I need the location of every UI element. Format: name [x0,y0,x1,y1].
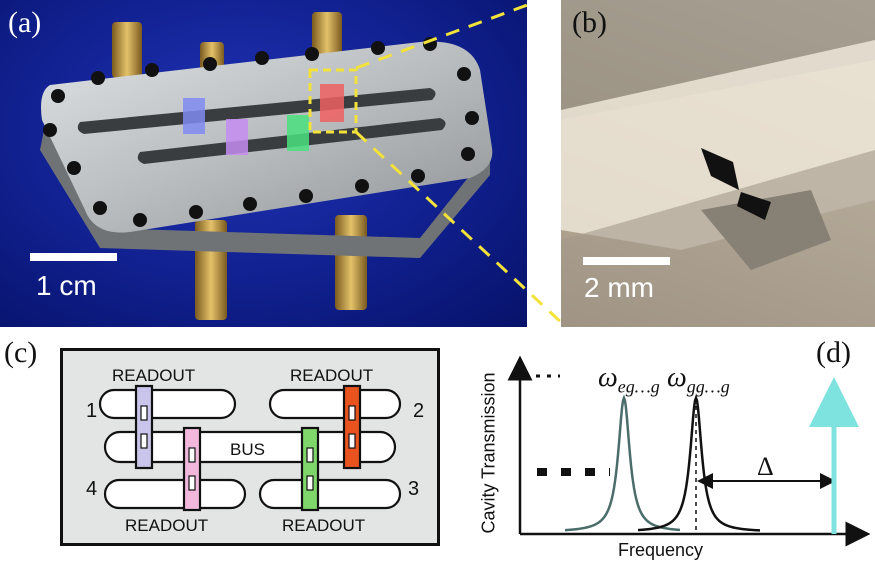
scale-bar-a [30,253,117,261]
peak-eg-symbol: ω [598,362,618,393]
chip-blue [183,98,205,134]
peak-eg [564,394,681,532]
scale-bar-b [583,257,670,265]
sma-connector-top-left [112,22,142,78]
panel-label-a: (a) [8,6,42,39]
junction-2b [348,433,356,449]
junction-pad-top [701,148,739,190]
readout-label-2: READOUT [290,366,374,385]
zoom-lines [354,2,565,326]
readout-label-4: READOUT [125,516,209,535]
chip-purple [226,119,248,155]
readout-label-3: READOUT [282,516,366,535]
surface-upper [561,0,875,120]
panel-label-d: (d) [816,336,851,369]
x-axis-label: Frequency [618,540,704,560]
qubit-chip-4 [182,426,202,512]
zoom-line-top [355,2,531,70]
bus-resonator [103,430,397,464]
peak-gg-symbol: ω [667,362,687,393]
junction-2a [348,405,356,421]
closeup-illustration [561,0,875,327]
y-axis-label: Cavity Transmission [478,372,499,534]
sma-connector-top-right [312,12,342,62]
junction-4b [188,475,196,491]
peak-gg-subscript: gg…g [686,376,730,397]
junction-pad-bottom [737,192,771,220]
qubit-number-4: 4 [86,478,98,500]
scale-bar-label-b: 2 mm [584,272,654,303]
peak-eg-subscript: eg…g [617,376,660,397]
ylabel-wrap: Cavity Transmission [469,372,505,545]
qubit-chip-1 [134,384,154,470]
device-illustration [30,12,493,320]
qubit-number-2: 2 [413,400,425,422]
peak-gg [637,394,761,532]
junction-4a [188,447,196,463]
readout-label-1: READOUT [112,366,196,385]
enclosure-top [41,41,493,233]
panel-label-c: (c) [4,336,38,369]
transmission-plot [507,355,871,547]
detuning-label: Δ [757,452,774,481]
photo-device [0,0,527,327]
screw-holes [43,37,479,227]
zoom-line-bottom [354,130,565,326]
resonator-3 [258,478,402,510]
chip-green [287,115,309,151]
junction-3a [306,447,314,463]
resonator-2 [268,388,402,420]
qubit-number-1: 1 [86,400,98,422]
scale-bar-label-a: 1 cm [36,270,97,301]
junction-1a [140,405,148,421]
qubit-number-3: 3 [408,478,420,500]
slot-upper [77,88,436,134]
surface-lower [561,150,875,327]
peak-eg-label: ωeg…g [598,362,660,398]
photo-closeup [561,0,875,327]
qubit-chip-2 [342,384,362,470]
junction-3b [306,475,314,491]
zoom-box [308,68,358,134]
qubit-chip-3 [300,426,320,512]
schematic [60,348,440,546]
panel-label-b: (b) [572,6,607,39]
chip-red [320,84,344,122]
resonator-1 [98,388,237,420]
resonator-4 [103,478,247,510]
bus-label: BUS [230,440,265,459]
peak-gg-label: ωgg…g [667,362,730,398]
junction-1b [140,433,148,449]
